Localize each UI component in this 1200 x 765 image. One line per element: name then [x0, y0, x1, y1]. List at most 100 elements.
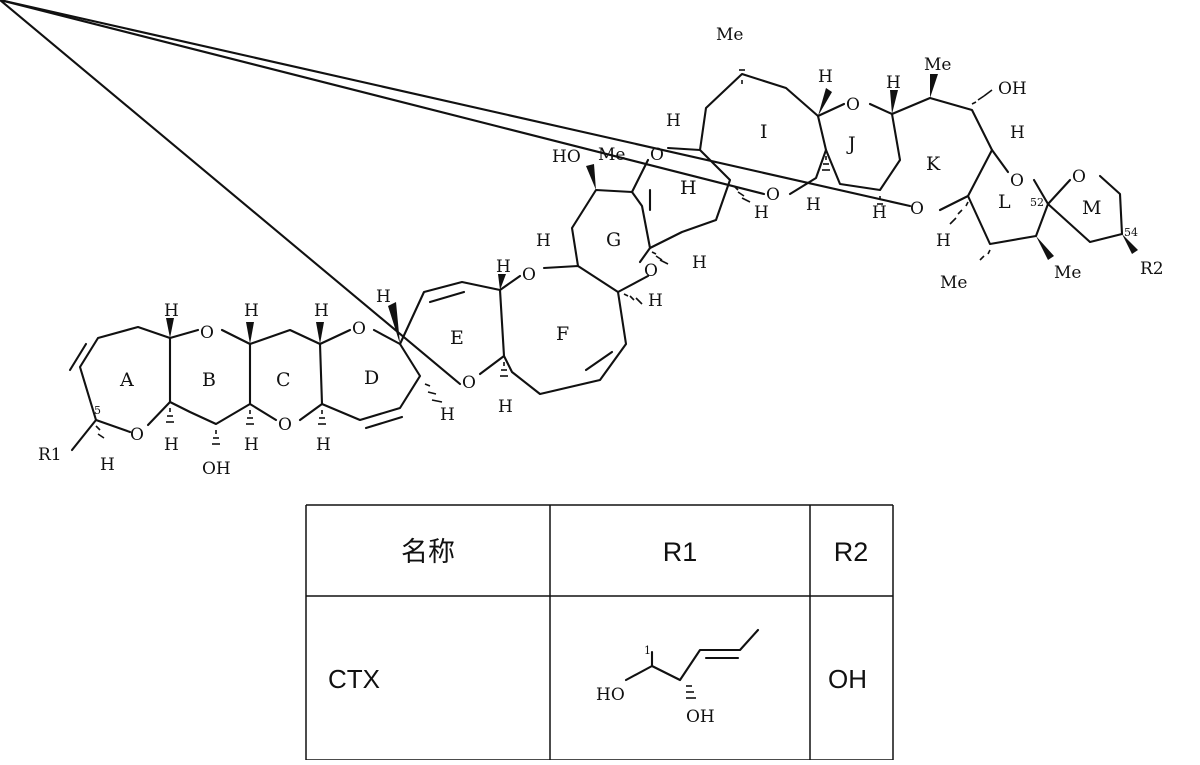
- hydrogen-label: H: [872, 203, 887, 223]
- r1-fragment-structure: 1 HO OH: [596, 628, 760, 727]
- ring-label-g: G: [606, 229, 621, 251]
- hydrogen-label: H: [536, 231, 551, 251]
- hydrogen-label: H: [376, 287, 391, 307]
- locant-54: 54: [1124, 226, 1138, 239]
- hydrogen-label: H: [666, 111, 681, 131]
- oh-label: OH: [998, 79, 1027, 99]
- ring-label-m: M: [1082, 197, 1101, 219]
- me-label: Me: [598, 145, 625, 165]
- oxygen-label: O: [644, 261, 658, 281]
- hydrogen-label: H: [164, 301, 179, 321]
- oxygen-label: O: [1010, 171, 1024, 191]
- substituent-table: 名称 R1 R2 CTX OH 1 HO OH: [305, 504, 894, 761]
- table-header-r1: R1: [663, 537, 698, 567]
- oxygen-label: O: [846, 95, 860, 115]
- r1-ho-label: HO: [596, 685, 625, 705]
- hydrogen-label: H: [886, 73, 901, 93]
- ring-label-a: A: [119, 369, 134, 391]
- hydrogen-labels: H H H H H H H H H H H H H H H H H H H H …: [100, 67, 1025, 475]
- oxygen-labels: O O O O O O O O O O O O O: [130, 95, 1086, 445]
- hydrogen-label: H: [936, 231, 951, 251]
- r1-locant-1: 1: [644, 644, 651, 657]
- me-label: Me: [924, 55, 951, 75]
- locant-labels: 5 52 54: [94, 196, 1138, 417]
- oxygen-label: O: [130, 425, 144, 445]
- wedge-bond: [1122, 234, 1138, 254]
- ring-label-b: B: [202, 369, 216, 391]
- ring-label-k: K: [926, 153, 941, 175]
- ring-m-bonds: [1046, 178, 1072, 206]
- ring-k-bonds: [890, 96, 994, 212]
- wedge-bond: [1036, 236, 1054, 260]
- hydrogen-label: H: [498, 397, 513, 417]
- wedge-bond: [498, 274, 506, 290]
- ring-b-bonds: [168, 328, 200, 340]
- r2-label: R2: [1140, 259, 1164, 279]
- me-label: Me: [940, 273, 967, 293]
- oxygen-label: O: [766, 185, 780, 205]
- ring-l-bonds: [990, 148, 1010, 174]
- hydrogen-label: H: [692, 253, 707, 273]
- hydrogen-label: H: [496, 257, 511, 277]
- wedge-bond: [246, 322, 254, 344]
- hydrogen-label: H: [648, 291, 663, 311]
- locant-52: 52: [1030, 196, 1044, 209]
- oxygen-label: O: [910, 199, 924, 219]
- hash-bond: [95, 69, 993, 445]
- hydrogen-label: H: [244, 301, 259, 321]
- oxygen-label: O: [200, 323, 214, 343]
- hydrogen-label: H: [440, 405, 455, 425]
- wedge-bond: [586, 164, 596, 190]
- substituent-labels: R1 OH HO Me Me Me OH Me Me R2: [38, 25, 1164, 479]
- wedge-bond: [316, 322, 324, 344]
- ring-j-bonds: [816, 102, 846, 118]
- wedge-bond: [388, 302, 400, 344]
- ring-h-bonds: [630, 158, 650, 194]
- ring-label-j: J: [846, 133, 856, 155]
- hydrogen-label: H: [244, 435, 259, 455]
- oxygen-label: O: [352, 319, 366, 339]
- ring-label-c: C: [276, 369, 291, 391]
- oxygen-label: O: [650, 145, 664, 165]
- ring-f-bonds: [498, 274, 522, 292]
- table-header-name: 名称: [401, 537, 455, 567]
- table-cell-name: CTX: [328, 664, 380, 694]
- me-label: Me: [716, 25, 743, 45]
- oxygen-label: O: [278, 415, 292, 435]
- ring-skeleton: [0, 0, 1124, 434]
- ring-label-i: I: [760, 121, 768, 143]
- me-label: Me: [1054, 263, 1081, 283]
- oxygen-label: O: [522, 265, 536, 285]
- ring-d-bonds: [318, 328, 352, 346]
- wedge-bond: [166, 318, 174, 338]
- hydrogen-label: H: [1010, 123, 1025, 143]
- r1-label: R1: [38, 445, 62, 465]
- hydrogen-label: H: [806, 195, 821, 215]
- ring-f-double-bond: [584, 350, 614, 372]
- oxygen-label: O: [462, 373, 476, 393]
- hydrogen-label: H: [164, 435, 179, 455]
- hydrogen-label: H: [100, 455, 115, 475]
- ring-a-double-bond: [68, 342, 88, 372]
- ho-label: HO: [552, 147, 581, 167]
- ring-label-l: L: [998, 191, 1011, 213]
- hydrogen-label: H: [316, 435, 331, 455]
- hydrogen-label: H: [754, 203, 769, 223]
- ring-a-bonds: [78, 325, 172, 434]
- ring-label-e: E: [450, 327, 464, 349]
- wedge-bond: [818, 88, 832, 116]
- table-cell-r2: OH: [828, 664, 867, 694]
- ring-g-bonds: [570, 188, 652, 268]
- wedge-bond: [930, 74, 938, 98]
- stereo-bonds: [95, 69, 1138, 445]
- ring-d-double-bond: [364, 415, 404, 430]
- table-header-r2: R2: [834, 537, 869, 567]
- ring-labels: A B C D E F G H I J K L M: [119, 121, 1101, 391]
- ring-label-d: D: [364, 367, 379, 389]
- wedge-bond: [890, 90, 898, 114]
- locant-5: 5: [94, 404, 101, 417]
- ring-e-double-bond: [428, 290, 466, 304]
- r1-oh-label: OH: [686, 707, 715, 727]
